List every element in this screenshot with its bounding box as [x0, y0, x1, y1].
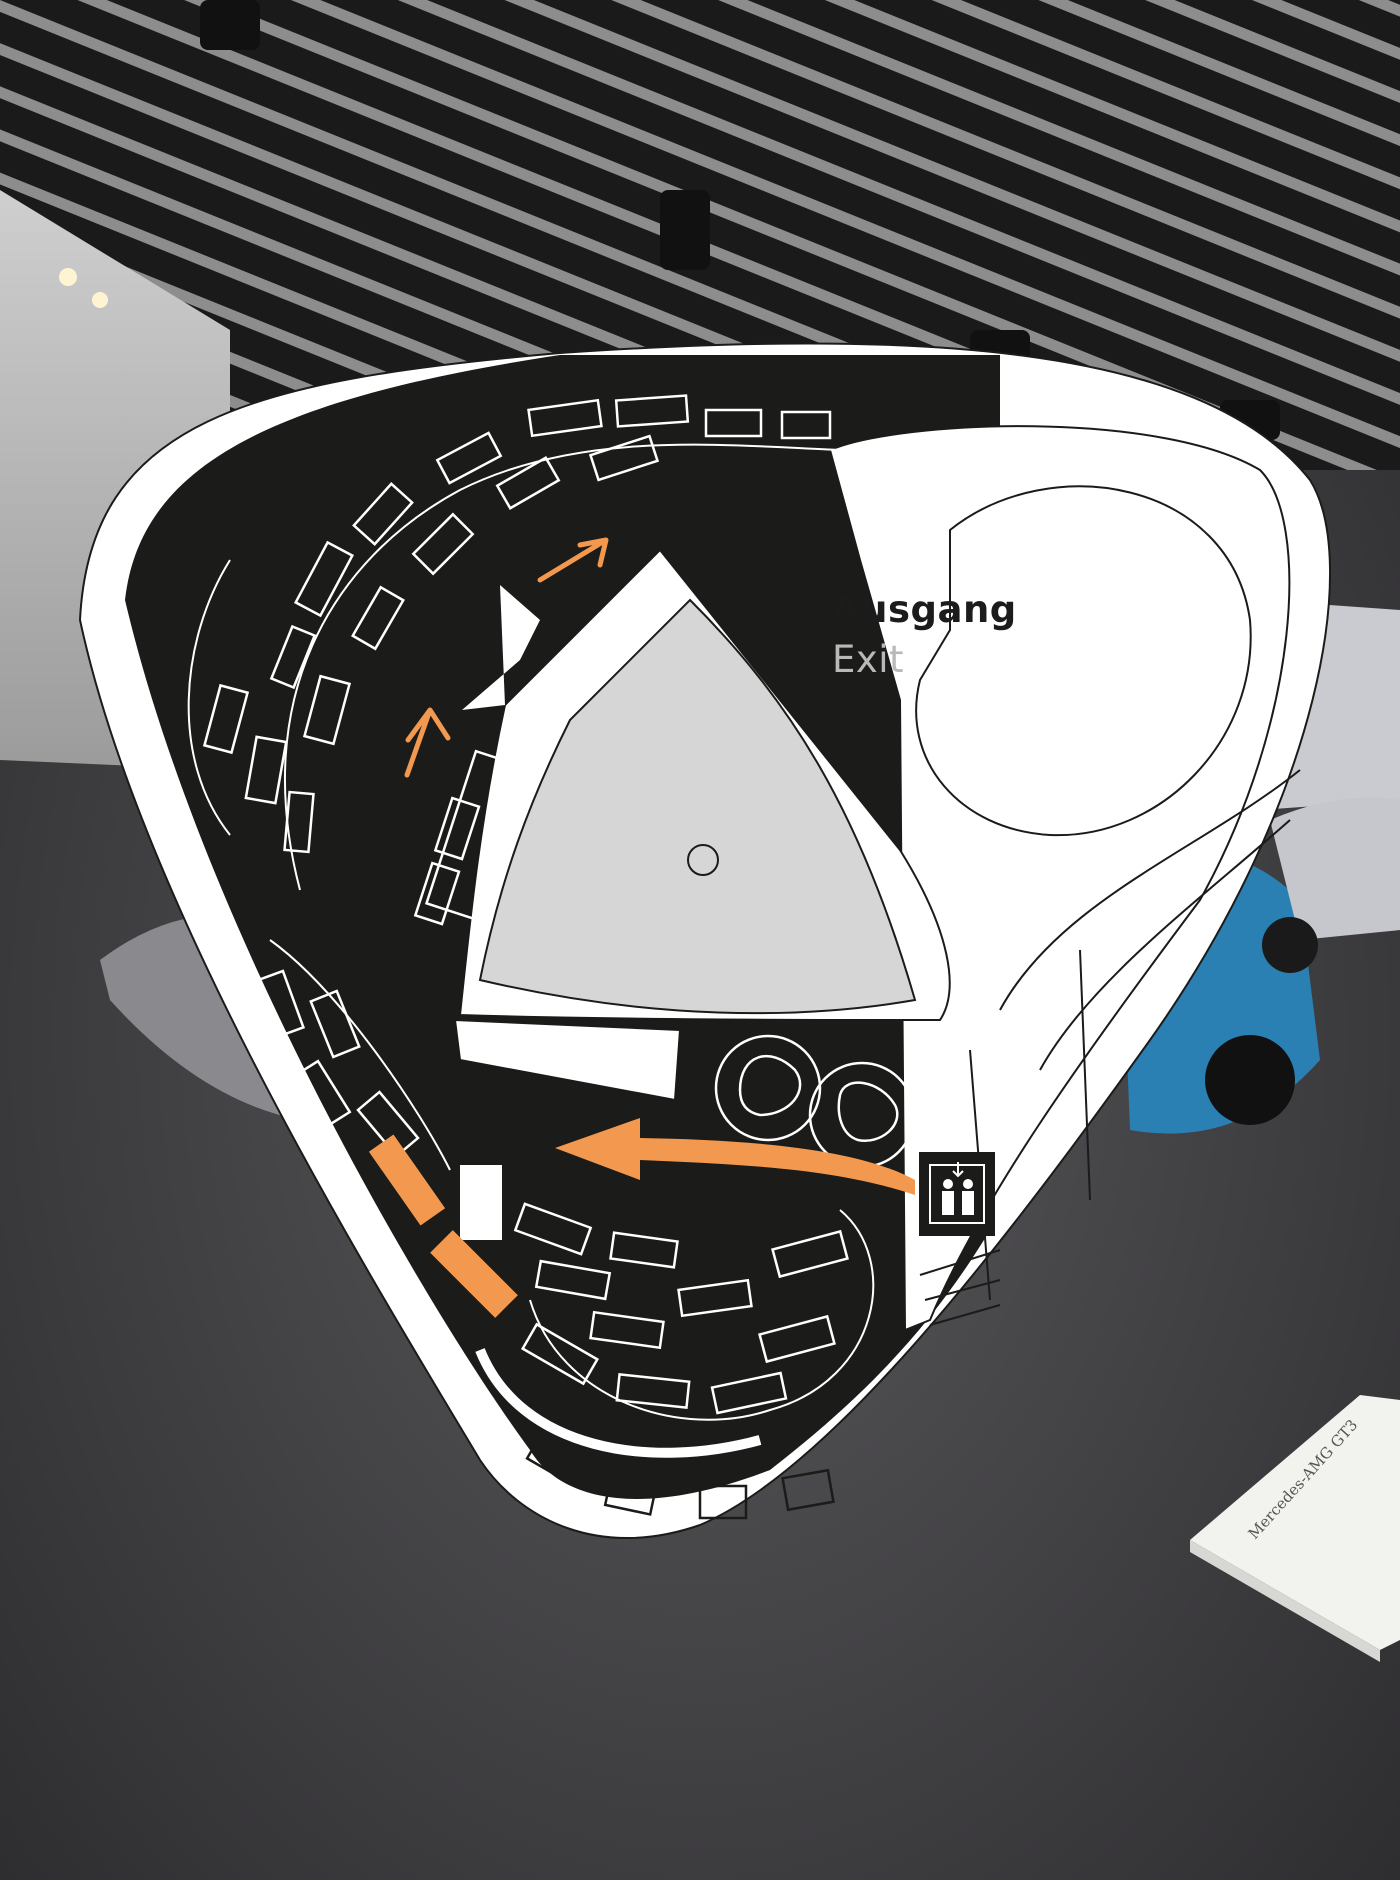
slab — [453, 1018, 682, 1102]
route-arrow-up — [537, 537, 609, 583]
pillar-white — [460, 1165, 502, 1240]
exhibit-car — [292, 1059, 352, 1129]
exhibit-car — [495, 456, 561, 510]
exhibit-car — [704, 408, 763, 438]
exhibit-car — [677, 1278, 753, 1318]
exhibit-car — [254, 969, 306, 1039]
guide-line — [187, 559, 231, 836]
exhibit-car — [771, 1229, 849, 1279]
car-wheel — [1262, 917, 1318, 973]
stair-lines — [919, 1249, 1001, 1326]
elevator-icon — [919, 1152, 995, 1236]
exhibit-car — [309, 989, 361, 1059]
exit-round-room — [915, 485, 1252, 837]
exit-bench — [758, 536, 852, 610]
ceiling-spotlight — [200, 0, 260, 50]
exhibit-car — [202, 683, 250, 755]
exhibit-car — [411, 512, 475, 576]
exhibit-car — [525, 1428, 585, 1484]
exhibit-car — [424, 749, 526, 921]
guide-line — [529, 1209, 875, 1421]
exhibit-car — [698, 1484, 748, 1520]
exhibit-car — [589, 1310, 665, 1350]
ceiling-spotlight — [59, 268, 77, 286]
route-arrow-large — [555, 1118, 915, 1195]
exhibit-car — [356, 1090, 420, 1158]
route-highlight-car — [368, 1134, 446, 1226]
exhibit-car — [351, 585, 405, 651]
route-arrow-up — [404, 707, 451, 778]
exit-label-german: Ausgang — [832, 588, 1017, 631]
ceiling-spotlight — [660, 190, 710, 270]
slab — [462, 585, 540, 710]
exhibit-car — [269, 624, 317, 690]
guide-line — [269, 939, 451, 1171]
exit-label-english: Exit — [832, 638, 905, 681]
route-highlight-car — [430, 1230, 518, 1318]
exhibit-car — [413, 861, 461, 926]
inner-arc — [475, 1348, 762, 1458]
exhibit-car — [520, 1322, 600, 1386]
exhibit-cars — [202, 394, 849, 1415]
core-exhibit — [478, 598, 917, 1015]
exhibit-car — [244, 735, 288, 805]
core-pillar — [687, 844, 719, 876]
exhibit-car — [615, 1373, 691, 1409]
exhibit-car — [780, 410, 832, 440]
floor-map — [78, 342, 1332, 1539]
exhibit-cars-outer — [525, 1428, 835, 1520]
corridor-line — [999, 769, 1301, 1011]
exhibit-car — [293, 540, 355, 618]
exhibit-car — [603, 1472, 659, 1516]
race-car-white — [1270, 797, 1400, 940]
exhibit-car — [758, 1314, 836, 1364]
exhibit-car — [302, 674, 352, 746]
exhibit-car — [527, 398, 603, 438]
car-wheel — [1205, 1035, 1295, 1125]
exhibit-car — [433, 796, 481, 861]
exhibit-car — [710, 1371, 788, 1415]
rotating-displays — [714, 1034, 916, 1169]
exhibit-car — [609, 1231, 679, 1269]
exhibit-car — [283, 790, 315, 854]
visitor-route — [368, 537, 915, 1318]
corridor-line — [1079, 949, 1091, 1201]
exhibit-car — [513, 1202, 593, 1256]
exhibit-car — [781, 1468, 835, 1512]
ceiling-spotlight — [92, 292, 108, 308]
corridor-line — [1039, 819, 1291, 1071]
exhibit-car — [588, 434, 660, 482]
exhibit-car — [534, 1259, 612, 1301]
exhibit-car — [614, 394, 690, 428]
exhibit-car — [435, 431, 503, 485]
exhibit-car — [352, 482, 414, 546]
guide-line — [284, 443, 841, 891]
